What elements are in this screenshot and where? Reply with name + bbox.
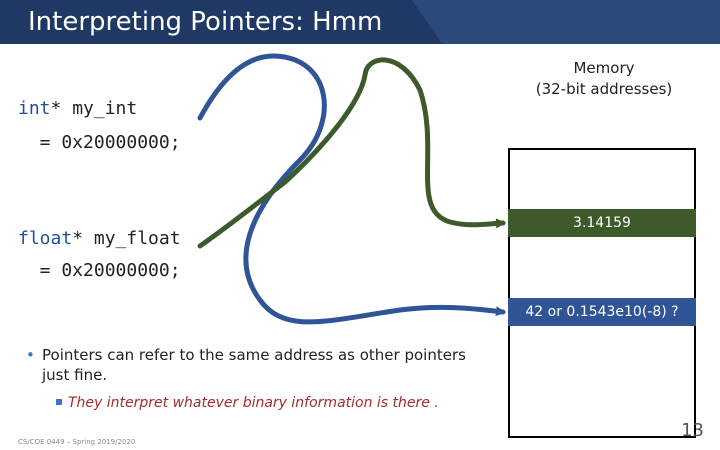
footer-course: CS/COE 0449 – Spring 2019/2020 — [18, 438, 136, 446]
code-float-type: float — [18, 228, 73, 249]
bullet-marker-icon: • — [26, 346, 35, 364]
sub-bullet-text: They interpret whatever binary informati… — [68, 395, 439, 411]
code-float-declaration: float* my_float — [18, 226, 181, 252]
bullet-point: • Pointers can refer to the same address… — [26, 345, 468, 385]
memory-cell-int: 42 or 0.1543e10(-8) ? — [508, 298, 696, 326]
bullet-text: Pointers can refer to the same address a… — [42, 346, 466, 384]
int-pointer-arrow — [197, 53, 506, 325]
code-int-declaration: int* my_int — [18, 96, 137, 122]
memory-caption-subtitle: (32-bit addresses) — [535, 80, 673, 98]
sub-bullet-marker-icon — [56, 399, 62, 405]
slide-title: Interpreting Pointers: Hmm — [28, 7, 383, 37]
code-int-type: int — [18, 98, 51, 119]
float-pointer-arrow — [197, 57, 506, 249]
code-float-name: * my_float — [72, 228, 181, 249]
memory-cell-float: 3.14159 — [508, 209, 696, 237]
code-int-name: * my_int — [50, 98, 138, 119]
code-float-assignment: = 0x20000000; — [18, 260, 181, 281]
page-number: 13 — [681, 420, 704, 441]
sub-bullet-point: They interpret whatever binary informati… — [56, 394, 439, 412]
title-bar-accent — [412, 0, 720, 44]
code-int-assignment: = 0x20000000; — [18, 132, 181, 153]
memory-box — [508, 148, 696, 438]
memory-caption: Memory (32-bit addresses) — [500, 58, 708, 100]
memory-caption-title: Memory — [573, 59, 635, 77]
